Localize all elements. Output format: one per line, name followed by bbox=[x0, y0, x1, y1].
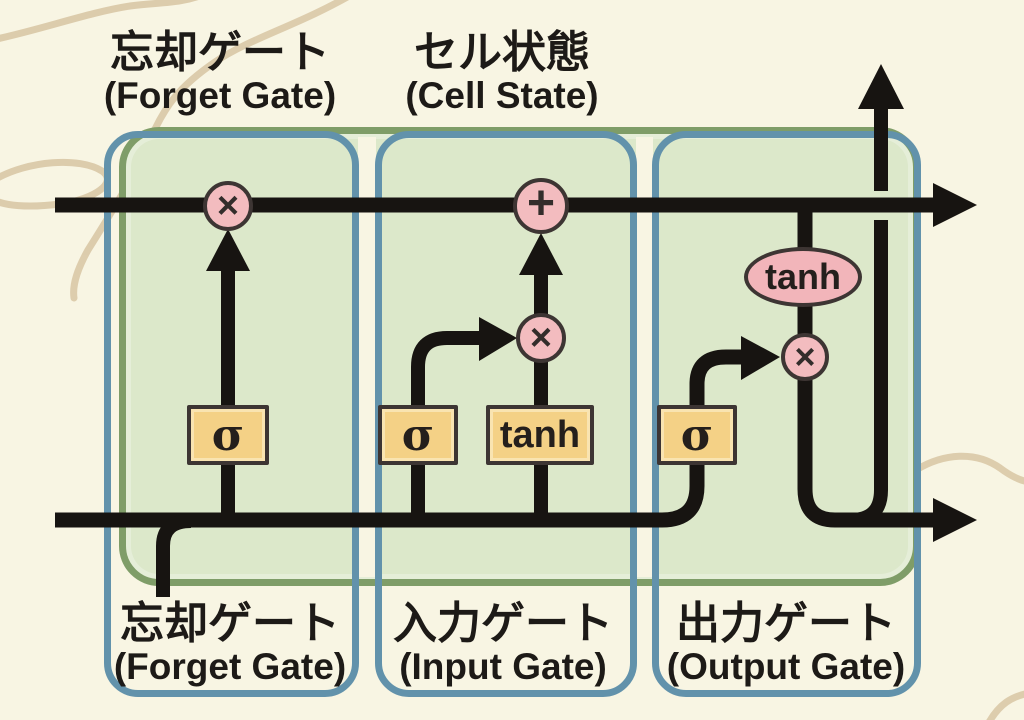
section-input-en: (Input Gate) bbox=[399, 646, 607, 688]
arrow-hidden-state-out bbox=[933, 498, 977, 542]
header-forget-jp: 忘却ゲート bbox=[110, 28, 330, 77]
decor-squiggle-right bbox=[912, 452, 1024, 485]
header-cell-en: (Cell State) bbox=[405, 75, 599, 117]
cell-add-node: + bbox=[513, 178, 569, 234]
decor-squiggle-bottom-right bbox=[986, 690, 1024, 720]
arrow-hidden-up-out bbox=[858, 64, 904, 109]
section-forget-jp: 忘却ゲート bbox=[120, 599, 340, 648]
section-label-forget-gate: 忘却ゲート (Forget Gate) bbox=[100, 599, 360, 687]
input-tanh-gate: tanh bbox=[486, 405, 594, 465]
header-forget-en: (Forget Gate) bbox=[103, 75, 337, 117]
input-multiply-node: × bbox=[516, 313, 566, 363]
section-divider-gap-1 bbox=[358, 137, 376, 577]
output-sigma-gate: σ bbox=[657, 405, 737, 465]
output-tanh-node: tanh bbox=[744, 247, 862, 307]
arrow-cell-state-out bbox=[933, 183, 977, 227]
section-output-jp: 出力ゲート bbox=[676, 599, 896, 648]
section-forget-en: (Forget Gate) bbox=[113, 646, 347, 688]
section-input-jp: 入力ゲート bbox=[393, 599, 613, 648]
section-label-output-gate: 出力ゲート (Output Gate) bbox=[655, 599, 917, 687]
forget-multiply-node: × bbox=[203, 181, 253, 231]
forget-sigma-gate: σ bbox=[187, 405, 269, 465]
header-label-cell-state: セル状態 (Cell State) bbox=[352, 28, 652, 116]
section-label-input-gate: 入力ゲート (Input Gate) bbox=[373, 599, 633, 687]
header-label-forget-gate: 忘却ゲート (Forget Gate) bbox=[70, 28, 370, 116]
header-cell-jp: セル状態 bbox=[414, 28, 590, 77]
section-divider-gap-2 bbox=[636, 137, 653, 577]
decor-squiggle-left-loop bbox=[0, 158, 111, 210]
section-output-en: (Output Gate) bbox=[666, 646, 906, 688]
input-sigma-gate: σ bbox=[378, 405, 458, 465]
output-multiply-node: × bbox=[781, 333, 829, 381]
